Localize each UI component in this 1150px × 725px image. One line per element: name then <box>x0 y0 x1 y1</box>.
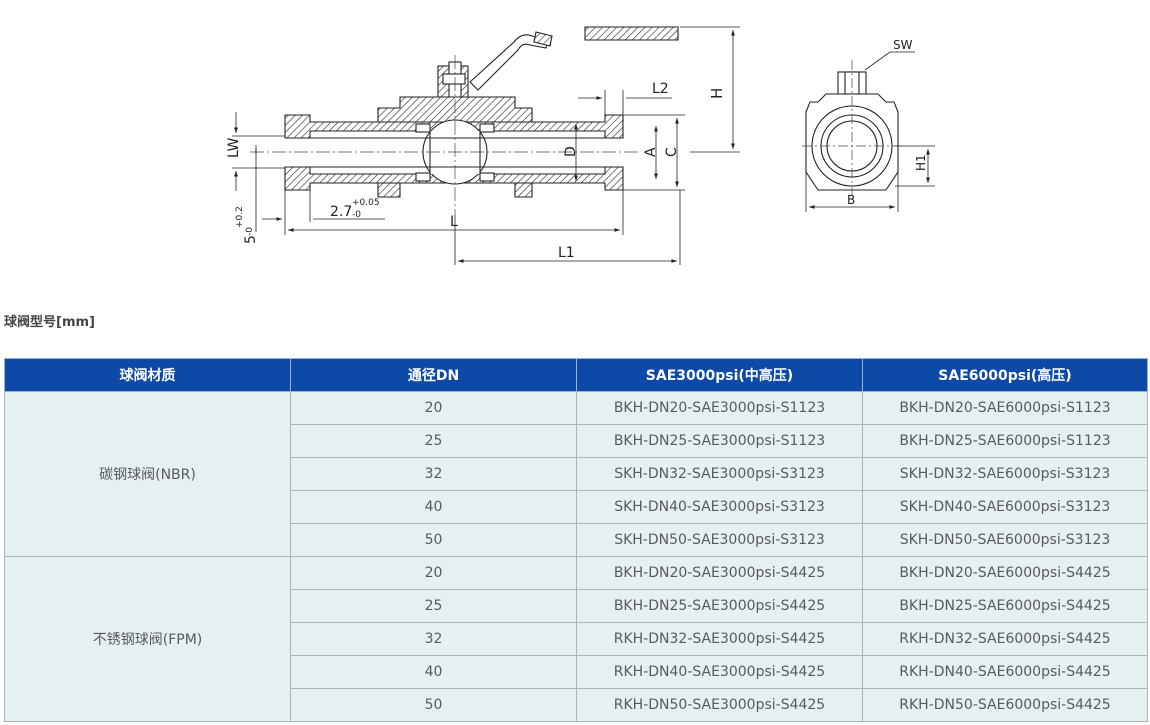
label-27: 2.7 <box>330 204 352 220</box>
table-header-row: 球阀材质 通径DN SAE3000psi(中高压) SAE6000psi(高压) <box>4 358 1148 392</box>
side-dimensions <box>232 26 740 265</box>
label-l1: L1 <box>558 245 575 261</box>
sae3000-model-cell: RKH-DN32-SAE3000psi-S4425 <box>576 622 863 656</box>
sae6000-model-cell: RKH-DN32-SAE6000psi-S4425 <box>862 622 1148 656</box>
label-h: H <box>708 88 726 99</box>
valve-model-table: 球阀材质 通径DN SAE3000psi(中高压) SAE6000psi(高压)… <box>4 358 1148 722</box>
label-l2: L2 <box>652 81 669 97</box>
sae6000-model-cell: SKH-DN32-SAE6000psi-S3123 <box>862 457 1148 491</box>
header-dn: 通径DN <box>290 358 577 392</box>
header-material: 球阀材质 <box>4 358 291 392</box>
label-sw: SW <box>893 38 913 52</box>
label-c: C <box>664 147 680 157</box>
material-cell: 不锈钢球阀(FPM) <box>4 556 291 722</box>
dn-cell: 32 <box>290 457 577 491</box>
dn-cell: 40 <box>290 655 577 689</box>
dn-cell: 25 <box>290 589 577 623</box>
label-a: A <box>643 147 659 157</box>
valve-technical-drawing: H C A D L2 LW 2.7 +0.05 -0 5 +0.2 -0 L L… <box>226 26 935 265</box>
valve-side-section <box>250 26 679 215</box>
label-b: B <box>847 193 855 207</box>
label-5-tol-up: +0.2 <box>235 206 245 228</box>
label-27-tol-lo: -0 <box>352 210 361 220</box>
end-dimension-labels: SW B H1 <box>847 38 928 207</box>
end-dimensions <box>805 51 935 212</box>
sae3000-model-cell: RKH-DN40-SAE3000psi-S4425 <box>576 655 863 689</box>
sae3000-model-cell: BKH-DN25-SAE3000psi-S4425 <box>576 589 863 623</box>
sae6000-model-cell: RKH-DN40-SAE6000psi-S4425 <box>862 655 1148 689</box>
sae6000-model-cell: BKH-DN20-SAE6000psi-S4425 <box>862 556 1148 590</box>
label-h1: H1 <box>914 154 928 171</box>
dn-cell: 32 <box>290 622 577 656</box>
dn-cell: 40 <box>290 490 577 524</box>
header-sae3000: SAE3000psi(中高压) <box>576 358 863 392</box>
sae3000-model-cell: RKH-DN50-SAE3000psi-S4425 <box>576 688 863 722</box>
section-title: 球阀型号[mm] <box>4 315 95 330</box>
sae3000-model-cell: SKH-DN50-SAE3000psi-S3123 <box>576 523 863 557</box>
dn-cell: 20 <box>290 556 577 590</box>
sae6000-model-cell: RKH-DN50-SAE6000psi-S4425 <box>862 688 1148 722</box>
sae3000-model-cell: BKH-DN25-SAE3000psi-S1123 <box>576 424 863 458</box>
dn-cell: 50 <box>290 523 577 557</box>
label-27-tol-up: +0.05 <box>352 198 380 208</box>
dn-cell: 25 <box>290 424 577 458</box>
dn-cell: 20 <box>290 391 577 425</box>
sae6000-model-cell: BKH-DN25-SAE6000psi-S4425 <box>862 589 1148 623</box>
label-d: D <box>563 146 579 157</box>
label-5: 5 <box>243 235 259 244</box>
header-sae6000: SAE6000psi(高压) <box>862 358 1148 392</box>
label-5-tol-lo: -0 <box>245 227 255 236</box>
sae6000-model-cell: BKH-DN20-SAE6000psi-S1123 <box>862 391 1148 425</box>
material-cell: 碳钢球阀(NBR) <box>4 391 291 557</box>
valve-end-view <box>802 60 902 200</box>
sae6000-model-cell: BKH-DN25-SAE6000psi-S1123 <box>862 424 1148 458</box>
label-lw: LW <box>226 137 242 158</box>
dn-cell: 50 <box>290 688 577 722</box>
side-dimension-labels: H C A D L2 LW 2.7 +0.05 -0 5 +0.2 -0 L L… <box>226 81 726 261</box>
sae3000-model-cell: SKH-DN40-SAE3000psi-S3123 <box>576 490 863 524</box>
sae3000-model-cell: BKH-DN20-SAE3000psi-S1123 <box>576 391 863 425</box>
label-l: L <box>450 214 458 230</box>
sae6000-model-cell: SKH-DN40-SAE6000psi-S3123 <box>862 490 1148 524</box>
sae3000-model-cell: SKH-DN32-SAE3000psi-S3123 <box>576 457 863 491</box>
sae3000-model-cell: BKH-DN20-SAE3000psi-S4425 <box>576 556 863 590</box>
sae6000-model-cell: SKH-DN50-SAE6000psi-S3123 <box>862 523 1148 557</box>
